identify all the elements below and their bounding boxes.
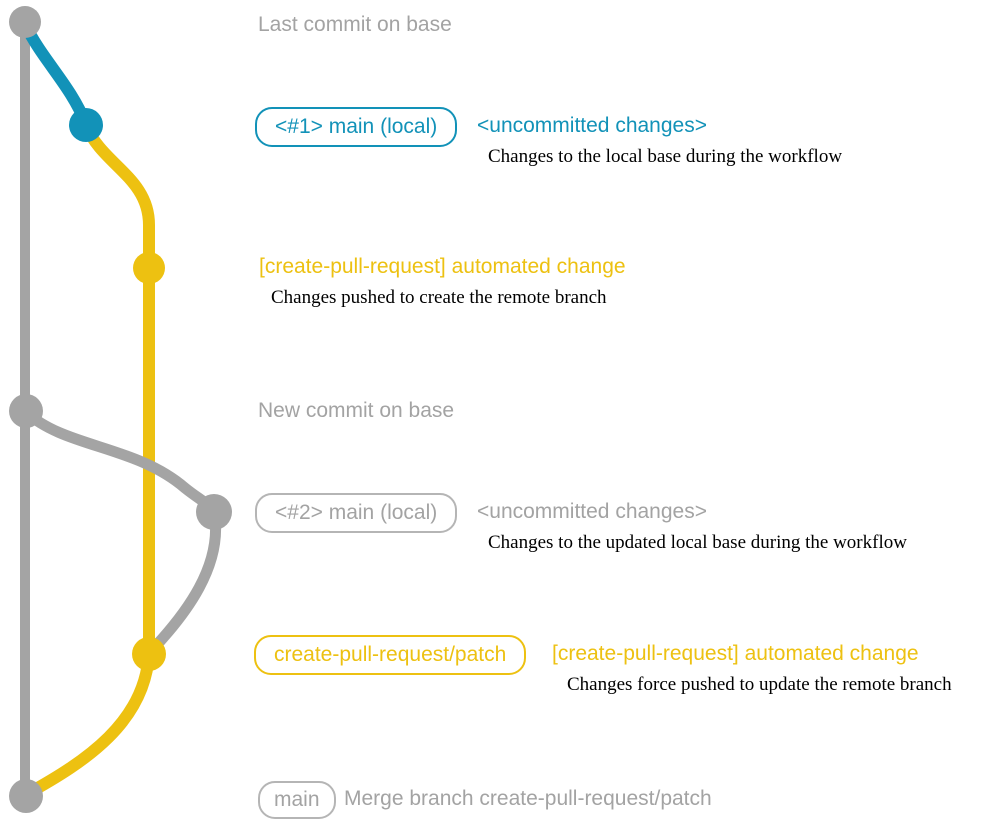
commit-dot-last-base xyxy=(9,6,41,38)
branch-badge-main-local-2: <#2> main (local) xyxy=(255,493,458,533)
new-commit-label: New commit on base xyxy=(258,399,455,422)
automated-change-title-2: [create-pull-request] automated change xyxy=(552,642,919,665)
branch-badge-patch: create-pull-request/patch xyxy=(254,635,527,675)
patch-branch-line xyxy=(80,120,155,658)
branch-badge-main-local-1: <#1> main (local) xyxy=(255,107,458,147)
commit-dot-new-base xyxy=(9,394,43,428)
uncommitted-branch-curve xyxy=(19,18,92,130)
base-to-local2-curve xyxy=(20,406,220,518)
local2-to-patch-curve xyxy=(146,506,221,656)
uncommitted-changes-title-1: <uncommitted changes> xyxy=(477,114,707,137)
merge-commit-label: Merge branch create-pull-request/patch xyxy=(344,787,712,810)
commit-dot-uncommitted-1 xyxy=(69,108,103,142)
commit-dot-uncommitted-2 xyxy=(196,494,232,530)
uncommitted-changes-desc-2: Changes to the updated local base during… xyxy=(488,532,907,553)
last-commit-label: Last commit on base xyxy=(258,13,452,36)
automated-change-desc-2: Changes force pushed to update the remot… xyxy=(567,674,952,695)
uncommitted-changes-title-2: <uncommitted changes> xyxy=(477,500,707,523)
automated-change-desc-1: Changes pushed to create the remote bran… xyxy=(271,287,607,308)
branch-badge-main: main xyxy=(258,781,336,819)
commit-dot-automated-2 xyxy=(132,637,166,671)
uncommitted-changes-desc-1: Changes to the local base during the wor… xyxy=(488,146,843,167)
patch-merge-curve xyxy=(21,646,155,800)
automated-change-title-1: [create-pull-request] automated change xyxy=(259,255,626,278)
commit-dot-merge xyxy=(9,779,43,813)
commit-dot-automated-1 xyxy=(133,252,165,284)
